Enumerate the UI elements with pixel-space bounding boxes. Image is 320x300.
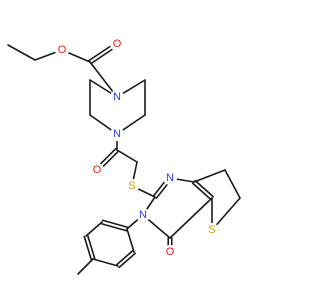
atom-o-amide: O (90, 163, 104, 177)
bond-t1-t2 (100, 222, 128, 232)
bond-t3-t4 (86, 234, 96, 260)
svg-text:N: N (113, 128, 121, 140)
bond-layer (7, 41, 241, 275)
bond-t5-t6 (116, 249, 134, 266)
bond-st-c6 (211, 197, 241, 231)
bond-t4-tme (77, 258, 94, 275)
svg-text:N: N (166, 172, 174, 184)
atom-n-pyrimidine-3: N (136, 208, 150, 222)
bond-c7a-c4a (192, 182, 212, 201)
bond-t1-t2 (101, 219, 129, 229)
atom-n-piperazine-top: N (110, 90, 124, 104)
bond-me1-me2 (7, 44, 36, 61)
atom-o-carbonyl-top: O (110, 37, 124, 51)
molecule-structure: O O N N O S N N (7, 37, 241, 275)
atom-n-pyrimidine-1: N (163, 171, 177, 185)
svg-text:N: N (113, 91, 121, 103)
bond-t3-t4 (83, 235, 93, 261)
bond-c4a-c4 (169, 197, 213, 239)
bond-c7a-c4a (194, 179, 214, 198)
atom-o-pyrimidinone: O (163, 245, 177, 259)
bond-c7-c7a (193, 169, 226, 183)
svg-text:S: S (208, 224, 215, 236)
bond-t6-t1 (126, 228, 135, 253)
svg-text:O: O (58, 44, 67, 56)
atom-layer: O O N N O S N N (55, 37, 219, 259)
bond-t4-t5 (92, 258, 119, 267)
svg-text:O: O (93, 164, 102, 176)
atom-s-thiophene: S (205, 223, 219, 237)
bond-t5-t6 (118, 252, 136, 269)
atom-o-ester: O (55, 43, 69, 57)
svg-text:N: N (139, 209, 147, 221)
atom-s-thioether: S (125, 179, 139, 193)
svg-text:O: O (113, 38, 122, 50)
bond-c1-pa (89, 61, 118, 98)
bond-c6-c7 (224, 169, 241, 199)
atom-n-piperazine-bottom: N (110, 127, 124, 141)
bond-c2-ch2 (116, 149, 138, 163)
svg-text:O: O (166, 246, 175, 258)
svg-text:S: S (128, 180, 135, 192)
bond-t2-t3 (85, 221, 103, 237)
